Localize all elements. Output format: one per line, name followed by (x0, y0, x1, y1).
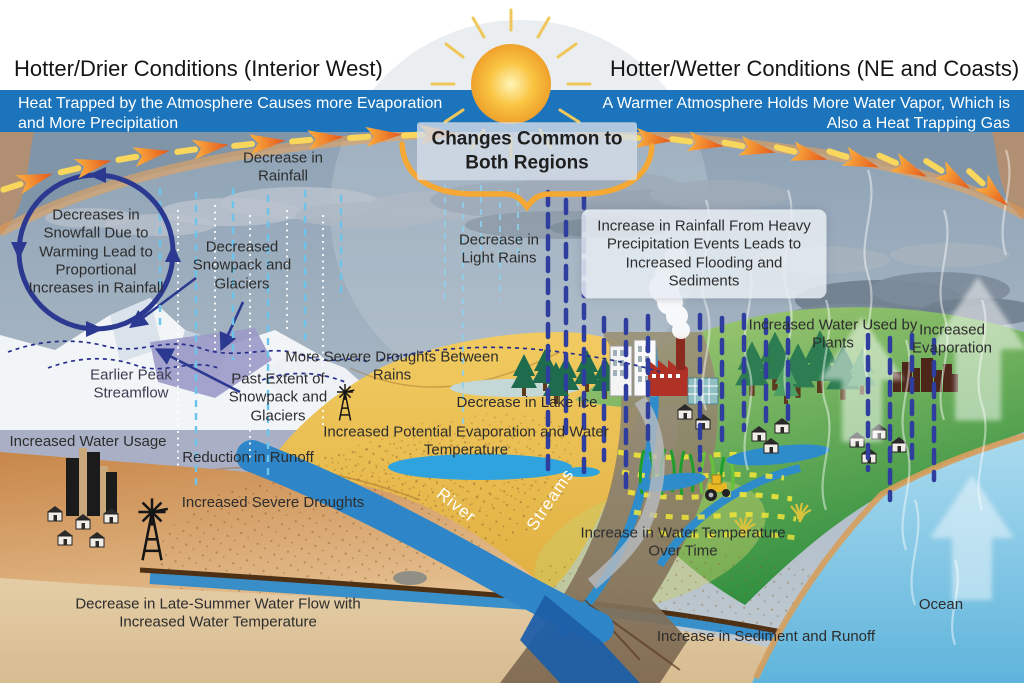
label-decrease-rainfall: Decrease in Rainfall (242, 149, 324, 185)
tractor-icon (705, 474, 730, 501)
label-decreased-snowpack: Decreased Snowpack and Glaciers (192, 238, 292, 293)
label-past-extent: Past Extent of Snowpack and Glaciers (228, 370, 328, 425)
label-increased-severe-droughts: Increased Severe Droughts (181, 493, 365, 511)
label-increased-potential-evaporation: Increased Potential Evaporation and Wate… (323, 423, 609, 459)
title-hotter-drier: Hotter/Drier Conditions (Interior West) (14, 56, 383, 81)
label-snowfall-cycle: Decreases in Snowfall Due to Warming Lea… (28, 206, 164, 297)
cycle-circle (11, 167, 181, 337)
label-increase-water-temperature: Increase in Water Temperature Over Time (580, 524, 786, 560)
changes-common-box: Changes Common to Both Regions (417, 122, 637, 180)
heavy-rain (545, 189, 937, 503)
label-ocean: Ocean (918, 595, 964, 613)
warm-lake (388, 454, 600, 480)
label-decrease-lake-ice: Decrease in Lake Ice (456, 393, 598, 411)
label-decrease-late-summer: Decrease in Late-Summer Water Flow with … (75, 595, 361, 631)
light-rain (158, 185, 519, 490)
label-increased-evaporation: Increased Evaporation (911, 321, 993, 357)
label-heavy-precip-box: Increase in Rainfall From Heavy Precipit… (581, 209, 827, 299)
label-increased-water-usage: Increased Water Usage (9, 432, 167, 450)
title-hotter-wetter: Hotter/Wetter Conditions (NE and Coasts) (610, 56, 1020, 81)
banner-left-text: Heat Trapped by the Atmosphere Causes mo… (18, 95, 443, 132)
label-reduction-in-runoff: Reduction in Runoff (182, 448, 314, 466)
brace (399, 141, 655, 212)
label-decrease-light-rains: Decrease in Light Rains (458, 231, 540, 267)
city-icon-left (66, 448, 117, 516)
label-earlier-peak-streamflow: Earlier Peak Streamflow (90, 366, 172, 402)
label-increase-sediment-runoff: Increase in Sediment and Runoff (656, 627, 876, 645)
past-extent-contours (7, 340, 661, 383)
label-more-severe-droughts: More Severe Droughts Between Rains (285, 348, 499, 384)
river (236, 440, 640, 683)
banner-right-text: A Warmer Atmosphere Holds More Water Vap… (602, 95, 1010, 132)
label-increased-water-plants: Increased Water Used by Plants (748, 316, 918, 352)
sun-icon (430, 8, 592, 160)
